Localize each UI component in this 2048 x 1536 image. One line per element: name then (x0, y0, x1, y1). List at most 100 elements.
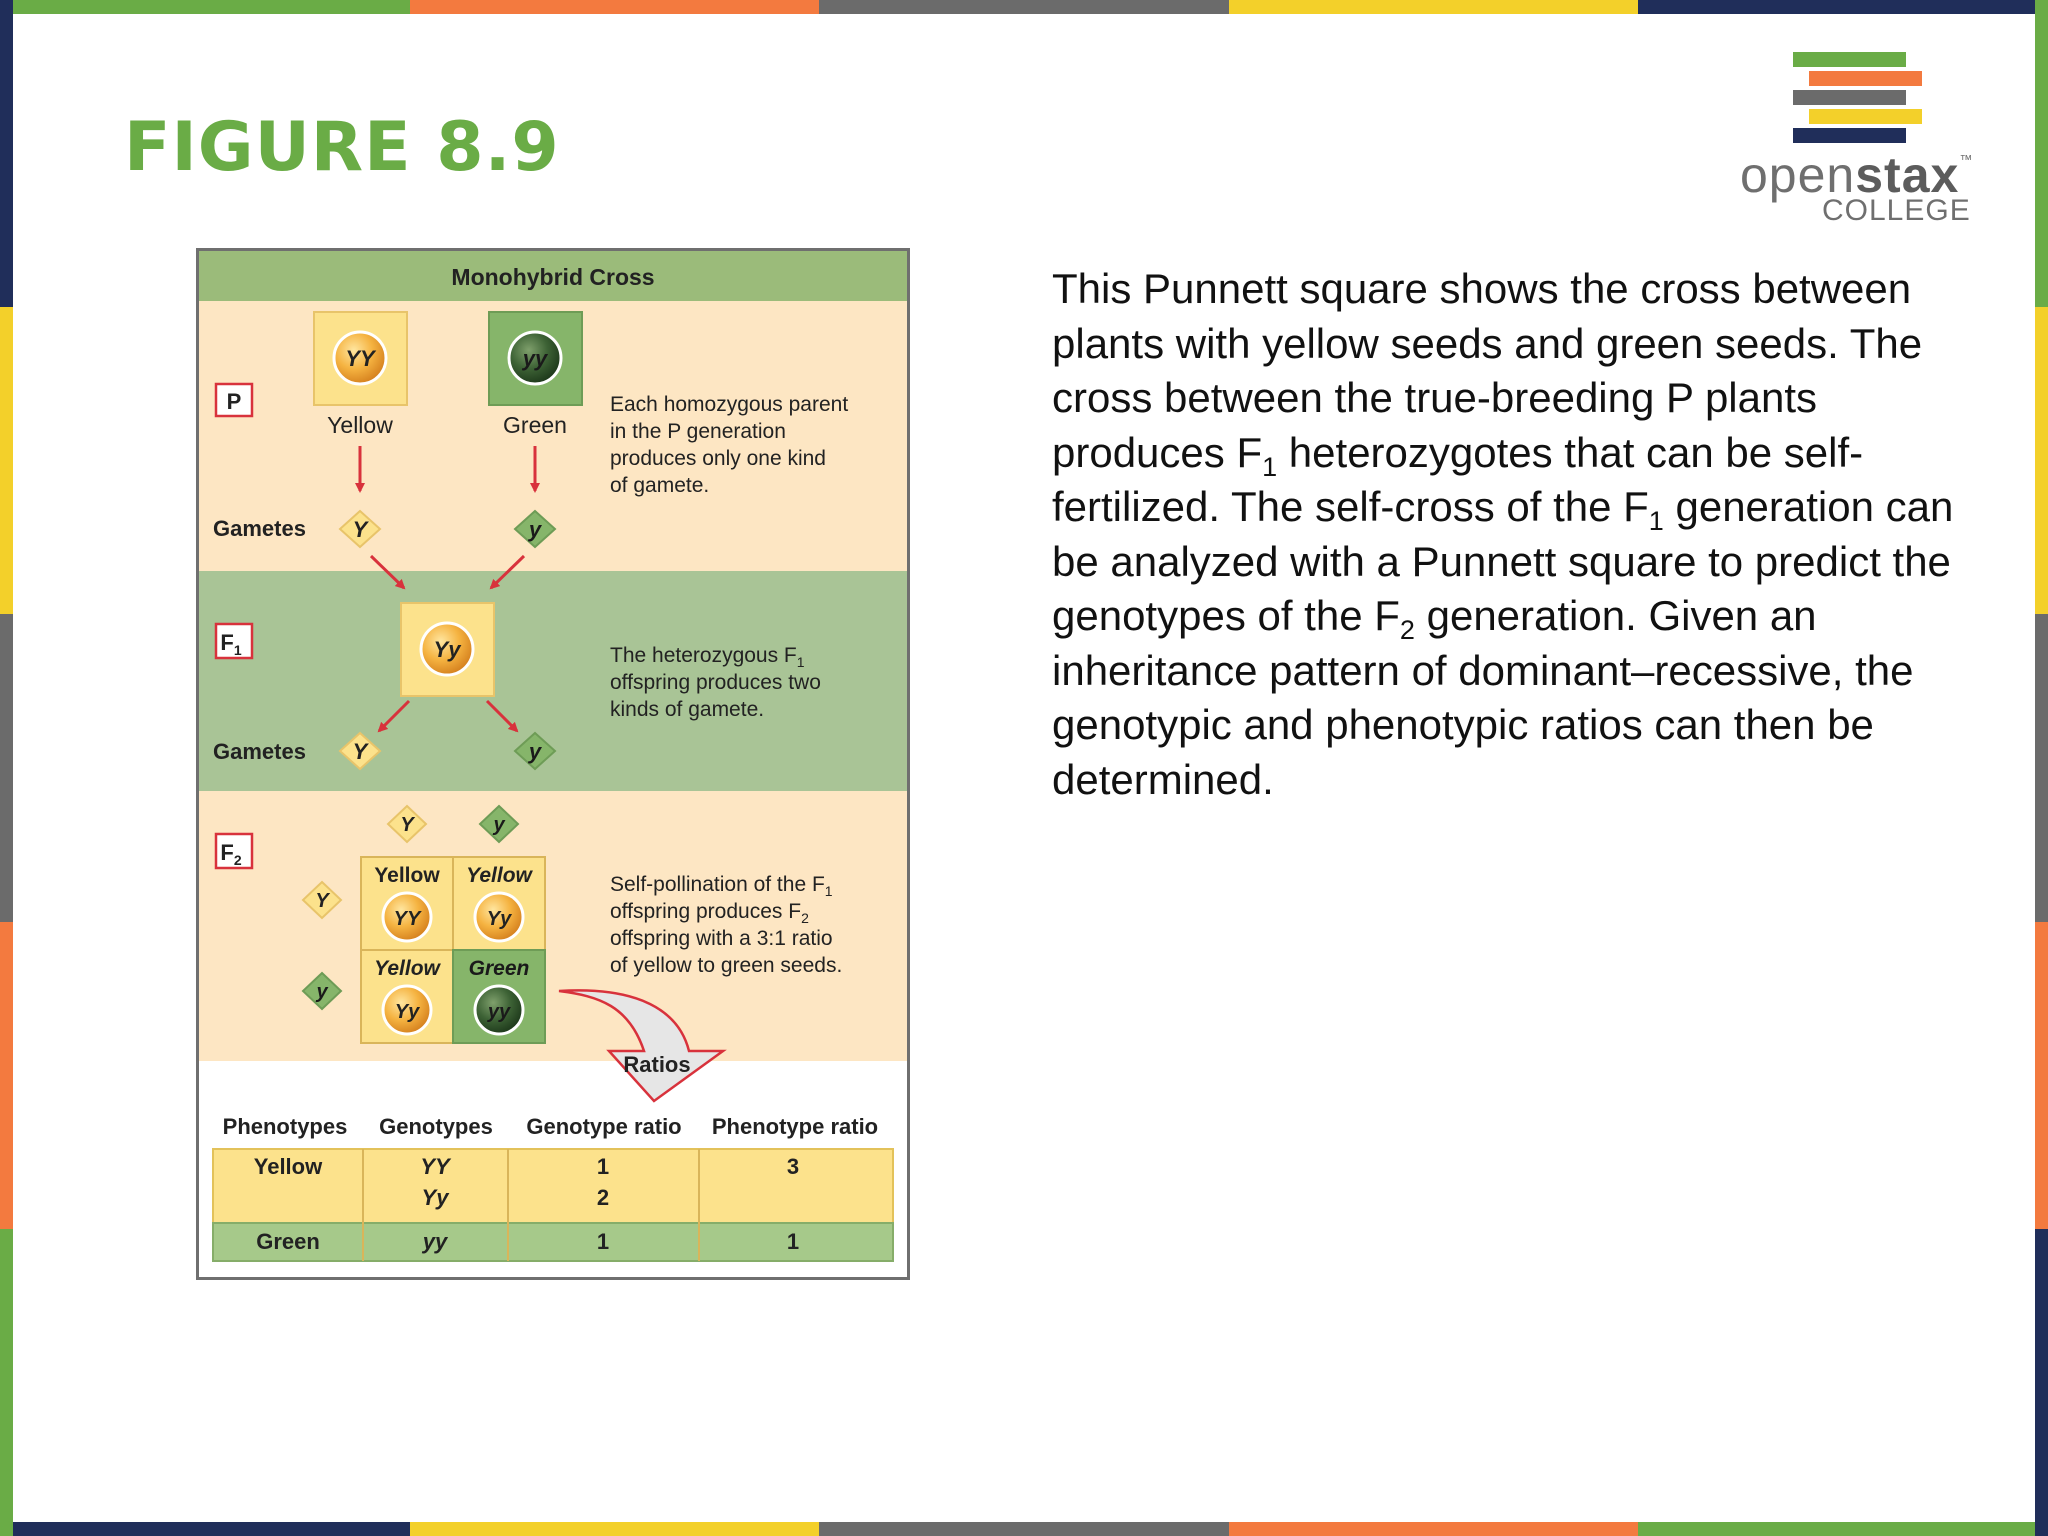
gamete-y-diamond (301, 971, 343, 1011)
gametes-label-p: Gametes (213, 516, 306, 541)
note-f1-line1: The heterozygous F1 (610, 644, 805, 670)
note-f2-line2: offspring produces F2 (610, 900, 809, 926)
punnett-phenotype: Yellow (374, 864, 440, 887)
note-f2-generation: Self-pollination of the F1 offspring pro… (610, 873, 842, 977)
note-p-line: Each homozygous parent (610, 393, 848, 416)
parent-green-genotype: yy (522, 346, 549, 371)
left-color-bar (0, 0, 13, 1536)
arrow-f1-to-y (485, 699, 519, 733)
yellow-seed-icon (381, 984, 433, 1036)
f2-label-box (214, 832, 254, 870)
ratios-arrow (558, 989, 727, 1103)
note-f1-generation: The heterozygous F1 offspring produces t… (610, 644, 821, 721)
punnett-square: Yellow YY Yellow Yy Yellow Yy Green yy (360, 856, 546, 1044)
f1-generation-band (199, 571, 907, 791)
punnett-phenotype: Yellow (374, 957, 441, 980)
table-row-green (212, 1222, 894, 1262)
figure-title: FIGURE 8.9 (124, 108, 560, 187)
f2-label: F2 (220, 840, 241, 868)
ratios-table: Yellow YY Yy 1 2 3 Green yy 1 1 (212, 1148, 894, 1262)
punnett-phenotype: Green (469, 957, 530, 980)
table-cell-genotype-ratio: 1 (597, 1154, 609, 1179)
note-p-line: produces only one kind (610, 447, 826, 470)
p-label: P (227, 389, 242, 414)
note-p-line: in the P generation (610, 420, 786, 443)
gamete-Y-diamond (386, 804, 428, 844)
caption-text: This Punnett square shows the cross betw… (1052, 265, 1954, 803)
logo-subtitle: COLLEGE (1822, 194, 1971, 227)
punnett-left-y: y (315, 981, 328, 1003)
gamete-y-f1: y (528, 739, 543, 764)
gamete-y-diamond (513, 731, 557, 771)
gamete-y-p: y (528, 517, 543, 542)
monohybrid-cross-diagram: Monohybrid Cross P YY Yellow yy Green Ga… (196, 248, 910, 1280)
punnett-genotype: yy (487, 1001, 511, 1023)
logo-stripe-orange (1809, 71, 1922, 86)
gamete-Y-diamond (301, 880, 343, 920)
note-f2-line4: of yellow to green seeds. (610, 954, 842, 977)
arrow-to-f1-left (369, 554, 406, 590)
punnett-top-Y: Y (400, 814, 415, 836)
table-cell-genotype: YY (420, 1154, 452, 1179)
top-color-bar (0, 0, 2048, 14)
f1-label: F1 (220, 630, 241, 658)
gamete-Y-p: Y (353, 517, 370, 542)
table-row-yellow (212, 1148, 894, 1224)
punnett-genotype: Yy (487, 908, 512, 930)
note-f1-line3: kinds of gamete. (610, 698, 764, 721)
yellow-seed-icon (381, 891, 433, 943)
arrow-f1-to-Y (377, 699, 411, 733)
logo-stripe-gray (1793, 90, 1906, 105)
gamete-y-diamond (513, 509, 557, 549)
table-header: Genotype ratio (526, 1114, 681, 1139)
punnett-left-Y: Y (315, 890, 330, 912)
right-color-bar (2035, 0, 2048, 1536)
logo-wordmark: openstax™ (1740, 147, 1974, 203)
table-cell-genotype: yy (422, 1229, 449, 1254)
gamete-y-diamond (478, 804, 520, 844)
note-p-line: of gamete. (610, 474, 709, 497)
gamete-Y-diamond (338, 731, 382, 771)
f2-generation-band (199, 791, 907, 1061)
yellow-seed-icon (332, 330, 388, 386)
gametes-label-f1: Gametes (213, 739, 306, 764)
diagram-canvas: Monohybrid Cross P YY Yellow yy Green Ga… (199, 251, 907, 1262)
table-cell-genotype-ratio: 2 (597, 1185, 609, 1210)
diagram-title: Monohybrid Cross (451, 264, 654, 290)
f1-seed-icon (419, 621, 475, 677)
bottom-color-bar (0, 1522, 2048, 1536)
green-seed-icon (473, 984, 525, 1036)
table-header: Phenotype ratio (712, 1114, 878, 1139)
punnett-top-y: y (492, 814, 505, 836)
punnett-phenotype: Yellow (466, 864, 533, 887)
note-f2-line3: offspring with a 3:1 ratio (610, 927, 833, 950)
openstax-logo: openstax™ COLLEGE (1735, 52, 1985, 232)
f1-genotype: Yy (434, 637, 463, 662)
header-band (199, 251, 907, 301)
table-cell-phenotype-ratio: 3 (787, 1154, 799, 1179)
arrow-to-f1-right (489, 554, 526, 590)
p-label-box (214, 382, 254, 418)
logo-stripe-yellow (1809, 109, 1922, 124)
green-seed-icon (507, 330, 563, 386)
table-header: Phenotypes (223, 1114, 348, 1139)
punnett-genotype: YY (394, 908, 422, 930)
table-cell-phenotype: Yellow (254, 1154, 323, 1179)
ratios-label: Ratios (623, 1052, 690, 1077)
parent-yellow-genotype: YY (345, 346, 377, 371)
punnett-genotype: Yy (395, 1001, 420, 1023)
parent-yellow-box (313, 311, 408, 406)
table-cell-phenotype: Green (256, 1229, 320, 1254)
parent-yellow-label: Yellow (327, 412, 393, 438)
table-cell-phenotype-ratio: 1 (787, 1229, 799, 1254)
logo-stripe-navy (1793, 128, 1906, 143)
table-cell-genotype-ratio: 1 (597, 1229, 609, 1254)
table-cell-genotype: Yy (422, 1185, 451, 1210)
note-p-generation: Each homozygous parent in the P generati… (610, 393, 848, 497)
yellow-seed-icon (473, 891, 525, 943)
note-f2-line1: Self-pollination of the F1 (610, 873, 833, 899)
logo-stripe-green (1793, 52, 1906, 67)
gamete-Y-diamond (338, 509, 382, 549)
f1-label-box (214, 622, 254, 660)
ratios-table-header: Phenotypes Genotypes Genotype ratio Phen… (223, 1114, 878, 1139)
